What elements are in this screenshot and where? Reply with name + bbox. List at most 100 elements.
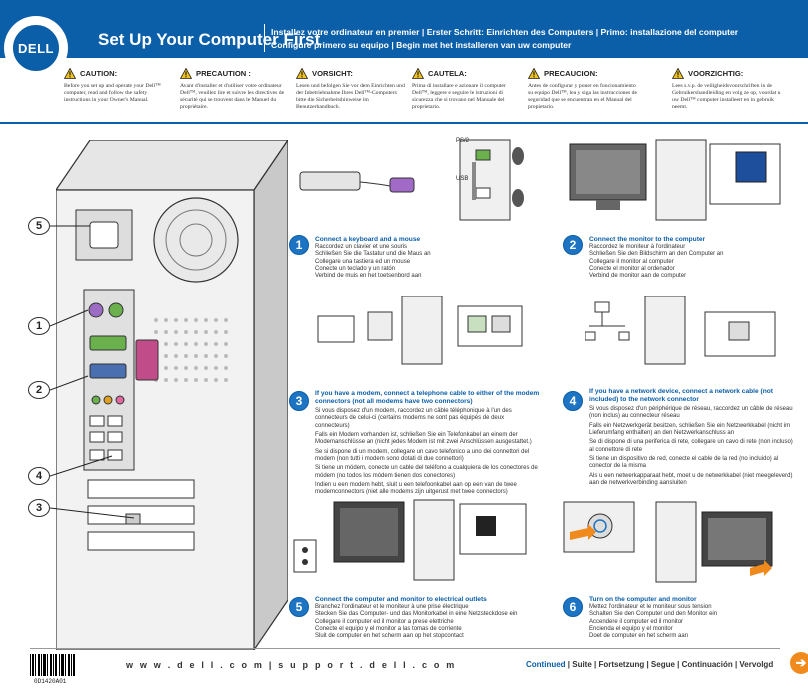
caution-label: VORSICHT: (312, 69, 353, 78)
caution-label: CAUTION: (80, 69, 118, 78)
step5-line: Collegare il computer ed il monitor a pr… (315, 618, 454, 625)
step6-heading: Turn on the computer and monitor (589, 596, 697, 603)
caution-it: CAUTELA: Prima di installare e azionare … (412, 68, 522, 112)
footer-rule (30, 648, 780, 649)
page-subtitle-line-2: Configure primero su equipo | Begin met … (271, 40, 572, 50)
ps2-label: PS/2 (456, 138, 470, 144)
caution-strip: CAUTION: Before you set up and operate y… (0, 58, 808, 124)
step3-line: Indien u een modem hebt, sluit u een tel… (315, 481, 517, 496)
step-badge-4: 4 (563, 391, 583, 411)
step2-line: Raccordez le moniteur à l'ordinateur (589, 244, 686, 251)
step6-line: Encienda el equipo y el monitor (589, 625, 673, 632)
continued-translations: | Suite | Fortsetzung | Segue | Continua… (565, 660, 774, 669)
step2-line: Collegare il monitor al computer (589, 258, 674, 265)
step2-line: Conecte el monitor al ordenador (589, 265, 675, 272)
step1-heading: Connect a keyboard and a mouse (315, 236, 421, 243)
warning-icon (64, 68, 76, 79)
step3-text: If you have a modem, connect a telephone… (315, 390, 540, 497)
caution-text: Avant d'installer et d'utiliser votre or… (180, 83, 285, 111)
caution-en: CAUTION: Before you set up and operate y… (64, 68, 174, 104)
warning-icon (180, 68, 192, 79)
step6-text: Turn on the computer and monitor Mettez … (589, 596, 794, 641)
footer: 0D1420A01 w w w . d e l l . c o m | s u … (0, 648, 808, 692)
website-link[interactable]: w w w . d e l l . c o m | s u p p o r t … (126, 660, 457, 670)
step3-line: Se si dispone di un modem, collegare un … (315, 448, 530, 462)
step-badge-3: 3 (289, 391, 309, 411)
step3-line: Si tiene un módem, conecte un cable del … (315, 465, 538, 479)
step5-line: Branchez l'ordinateur et le moniteur à u… (315, 604, 469, 611)
caution-label: VOORZICHTIG: (688, 69, 744, 78)
step5-line: Stecken Sie das Computer- und das Monito… (315, 611, 518, 618)
step1-text: Connect a keyboard and a mouse Raccordez… (315, 236, 535, 281)
header-divider (264, 24, 265, 52)
step3-line: Si vous disposez d'un modem, raccordez u… (315, 408, 512, 429)
step2-heading: Connect the monitor to the computer (589, 236, 706, 243)
warning-icon (296, 68, 308, 79)
step5-illustration (290, 498, 535, 590)
step2-illustration (560, 134, 790, 229)
page-title: Set Up Your Computer First (98, 30, 321, 49)
part-number: 0D1420A01 (34, 678, 67, 685)
caution-text: Lesen und befolgen Sie vor dem Einrichte… (296, 83, 405, 111)
step4-line: Als u een netwerkapparaat hebt, moet u d… (589, 472, 793, 486)
caution-nl: VOORZICHTIG: Lees s.v.p. de veiligheidsv… (672, 68, 782, 112)
caution-label: CAUTELA: (428, 69, 467, 78)
continued-en: Continued (526, 660, 566, 669)
step5-text: Connect the computer and monitor to elec… (315, 596, 537, 641)
step-badge-5: 5 (289, 597, 309, 617)
caution-text: Prima di installare e azionare il comput… (412, 83, 506, 111)
step1-line: Collegare una tastiera ed un mouse (315, 258, 411, 265)
caution-label: PRECAUCION: (544, 69, 598, 78)
step1-illustration: PS/2 USB (290, 134, 535, 229)
step6-illustration (560, 498, 790, 590)
step4-text: If you have a network device, connect a … (589, 388, 794, 487)
step3-illustration (312, 295, 532, 376)
callout-5: 5 (28, 217, 50, 235)
callout-2: 2 (28, 381, 50, 399)
step3-line: Falls ein Modem vorhanden ist, schließen… (315, 432, 532, 446)
page-subtitle-line-1: Installez votre ordinateur en premier | … (271, 27, 739, 37)
step1-line: Verbind de muis en het toetsenbord aan (315, 273, 422, 280)
step6-line: Mettez l'ordinateur et le moniteur sous … (589, 604, 712, 611)
step3-heading: If you have a modem, connect a telephone… (315, 390, 540, 406)
caution-fr: PRECAUTION : Avant d'installer et d'util… (180, 68, 290, 112)
step5-line: Sluit de computer en het scherm aan op h… (315, 633, 464, 640)
warning-icon (412, 68, 424, 79)
step6-line: Schalten Sie den Computer und den Monito… (589, 611, 718, 618)
header-banner: Set Up Your Computer First Installez vot… (0, 0, 808, 58)
step-badge-1: 1 (289, 235, 309, 255)
step6-line: Accendere il computer ed il monitor (589, 618, 684, 625)
callout-3: 3 (28, 499, 50, 517)
dell-logo: DELL (10, 22, 62, 74)
step6-line: Doet de computer en het scherm aan (589, 633, 689, 640)
callout-leader-lines (50, 225, 135, 519)
step1-line: Raccordez un clavier et une souris (315, 244, 408, 251)
step2-text: Connect the monitor to the computer Racc… (589, 236, 794, 281)
callout-4: 4 (28, 467, 50, 485)
caution-text: Before you set up and operate your Dell™… (64, 83, 161, 104)
usb-label: USB (456, 176, 469, 182)
step4-line: Falls ein Netzwerkgerät besitzen, schlie… (589, 422, 791, 436)
step4-illustration (584, 295, 790, 376)
step1-line: Schließen Sie die Tastatur und die Maus … (315, 251, 431, 258)
step2-line: Verbind de monitor aan de computer (589, 273, 687, 280)
step2-line: Schließen Sie den Bildschirm an den Comp… (589, 251, 724, 258)
caution-de: VORSICHT: Lesen und befolgen Sie vor dem… (296, 68, 406, 112)
step5-line: Conecte el equipo y el monitor a las tom… (315, 625, 462, 632)
callout-1: 1 (28, 317, 50, 335)
step1-line: Conecte un teclado y un ratón (315, 265, 396, 272)
computer-back-illustration (56, 140, 288, 650)
step4-heading: If you have a network device, connect a … (589, 388, 773, 404)
step4-line: Se di dispone di una periferica di rete,… (589, 439, 793, 453)
next-page-arrow-icon[interactable]: ➔ (790, 652, 808, 674)
caution-label: PRECAUTION : (196, 69, 251, 78)
step5-heading: Connect the computer and monitor to elec… (315, 596, 487, 603)
caution-es: PRECAUCION: Antes de configurar y poner … (528, 68, 638, 112)
caution-text: Lees s.v.p. de veiligheidsvoorschriften … (672, 83, 781, 111)
warning-icon (672, 68, 684, 79)
step-badge-6: 6 (563, 597, 583, 617)
warning-icon (528, 68, 540, 79)
caution-text: Antes de configurar y poner en funcionam… (528, 83, 638, 111)
barcode (30, 654, 75, 676)
step-badge-2: 2 (563, 235, 583, 255)
